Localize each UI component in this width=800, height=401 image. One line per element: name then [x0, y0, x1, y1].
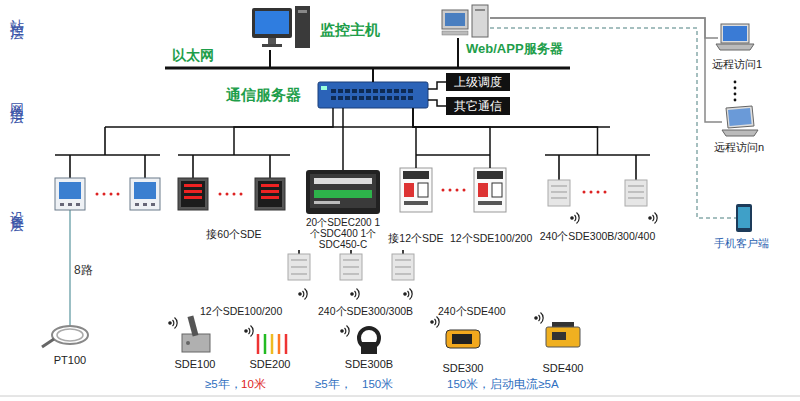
remote-laptop: 远程访问1	[718, 24, 752, 52]
connector	[342, 108, 344, 170]
node-label: SDE300B	[340, 358, 398, 370]
meter-group: 接60个SDE	[178, 155, 290, 210]
phone-icon	[736, 204, 752, 232]
panel-icon	[400, 168, 506, 212]
switchgear-panel: 接12个SDE	[400, 168, 432, 212]
vertical-dots	[734, 81, 737, 102]
connector	[234, 108, 333, 155]
node-label: 手机客户端	[714, 236, 769, 251]
node-label: SDE300	[435, 362, 491, 374]
host-computer: 监控主机	[250, 5, 310, 50]
laptop-icon	[722, 106, 758, 136]
text-label: 12个SDE100/200	[200, 305, 282, 319]
sde300-sensor	[446, 330, 480, 348]
node-label: 20个SDEC200 1个SDC400 1个SDC450-C	[303, 217, 383, 250]
text-label: 150米，启动电流≥5A	[447, 377, 559, 392]
node-label: 其它通信	[446, 97, 510, 115]
connector	[490, 18, 722, 122]
dispatch-box: 上级调度	[446, 73, 510, 91]
computer-icon	[252, 6, 310, 48]
node-label: 240个SDE300B/300/400	[533, 230, 662, 244]
node-label: 监控主机	[320, 21, 380, 40]
switchgear-panel: 12个SDE100/200	[474, 168, 506, 212]
web-app-server: Web/APP服务器	[440, 4, 490, 38]
mobile-client: 手机客户端	[736, 204, 752, 232]
pt100-wire	[70, 210, 71, 327]
text-label: ≥5年，	[315, 377, 352, 392]
sde200-sensor	[258, 334, 286, 354]
node-label: 远程访问1	[712, 57, 762, 72]
text-label: 10米	[241, 377, 266, 392]
module-group: 240个SDE300B/300/400	[545, 155, 650, 207]
server-icon	[442, 5, 488, 37]
text-label: 8路	[74, 262, 93, 279]
touchscreen-icon	[306, 170, 380, 214]
remote-laptop: 远程访问n	[722, 108, 758, 136]
sensor: SDE300B	[352, 326, 386, 356]
node-label: PT100	[38, 354, 102, 366]
node-label: SDE400	[535, 362, 591, 374]
connector	[428, 100, 446, 106]
sde300b-sensor	[359, 328, 379, 354]
touchscreen: 20个SDEC200 1个SDC400 1个SDC450-C	[306, 170, 380, 214]
footer-line	[0, 396, 800, 397]
connector	[413, 108, 490, 168]
comm-box: 其它通信	[446, 97, 510, 115]
sensor: SDE400	[543, 322, 583, 350]
laptop-icon	[716, 24, 754, 50]
node-label: 通信服务器	[226, 86, 301, 105]
text-label: 以太网	[172, 47, 214, 65]
text-label: 240个SDE300/300B	[318, 305, 413, 319]
connector	[490, 28, 736, 218]
sde100-sensor	[182, 316, 210, 352]
node-label: 12个SDE100/200	[450, 232, 530, 246]
switch-icon	[318, 82, 428, 108]
node-label: Web/APP服务器	[466, 40, 563, 58]
node-label: SDE200	[242, 358, 298, 370]
text-label: 设备层	[8, 200, 26, 212]
text-label: 240个SDE400	[438, 305, 506, 319]
node-label: 接60个SDE	[178, 228, 290, 242]
node-label: SDE100	[168, 358, 222, 370]
sensor: SDE100	[178, 318, 212, 356]
pt100-probe	[42, 326, 88, 347]
communication-server: 通信服务器	[318, 82, 428, 108]
text-label: 150米	[362, 377, 393, 392]
node-label: 上级调度	[446, 73, 510, 91]
text-label: 网络层	[8, 92, 26, 104]
connector	[428, 82, 446, 89]
meter-icon	[55, 178, 160, 210]
sde400-sensor	[546, 322, 580, 347]
node-label: 远程访问n	[714, 140, 764, 155]
sensor: SDE300	[443, 326, 483, 352]
connector	[413, 108, 598, 155]
text-label: ≥5年，	[205, 377, 242, 392]
connector	[270, 50, 373, 82]
meter-icon	[178, 178, 285, 210]
text-label: 站控层	[8, 8, 26, 20]
sensor: SDE200	[252, 328, 288, 356]
node-label: 接12个SDE	[384, 232, 448, 246]
pt100-sensor: PT100	[48, 322, 92, 348]
